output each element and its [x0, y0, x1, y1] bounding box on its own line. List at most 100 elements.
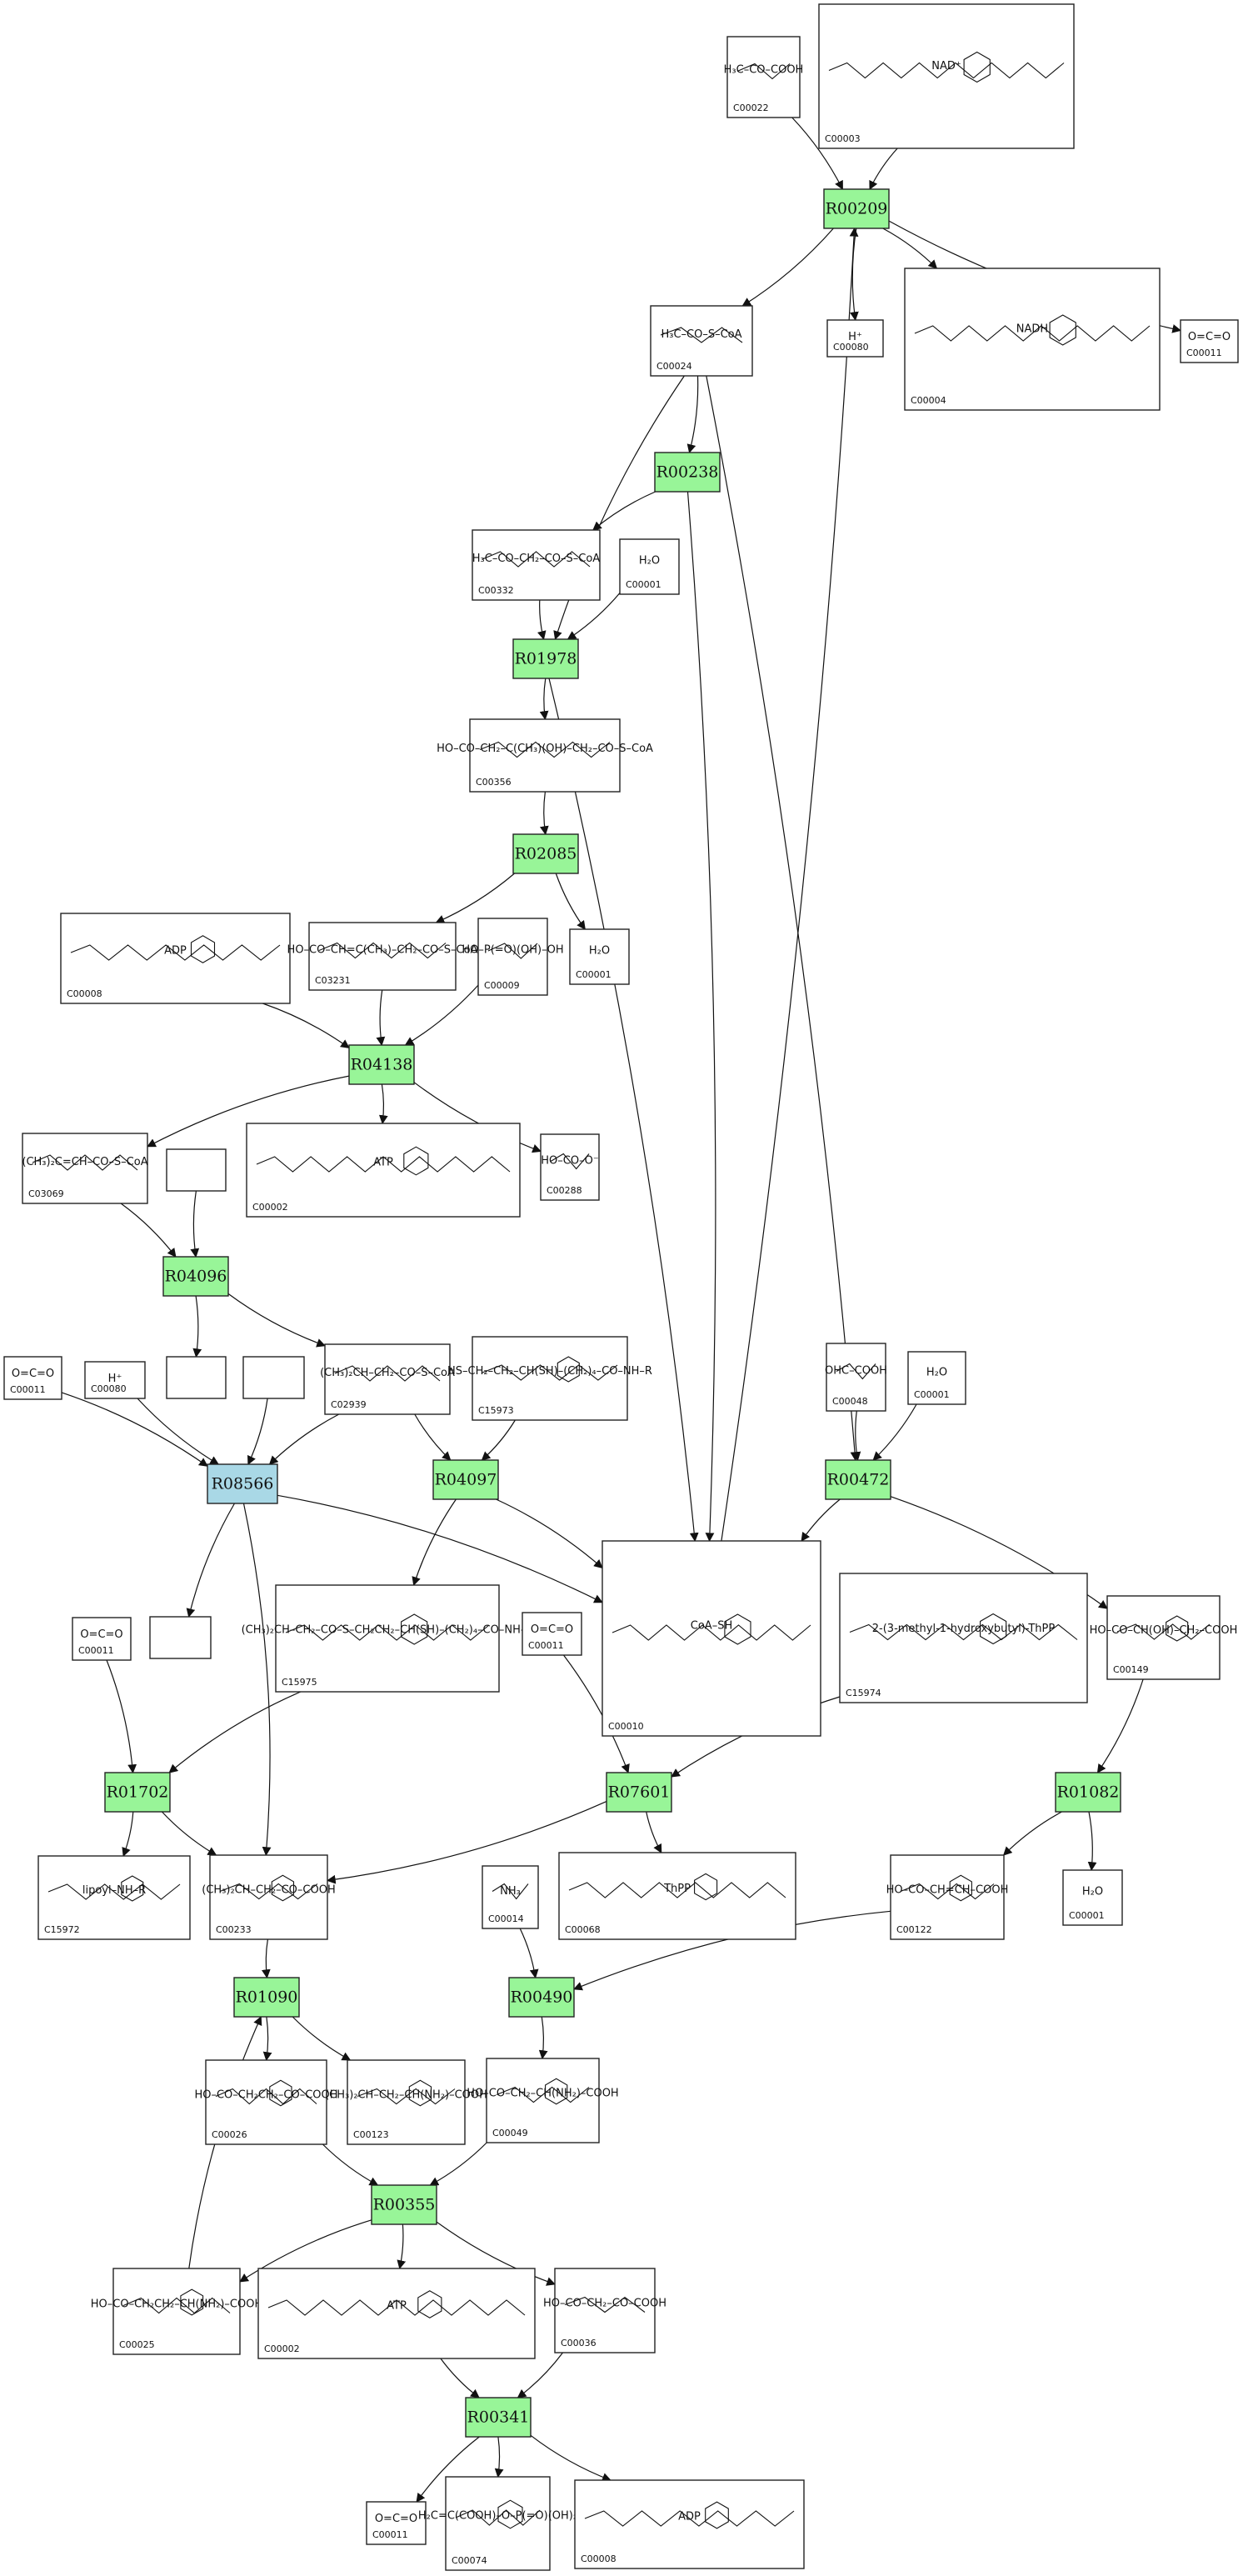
ring — [190, 935, 216, 963]
empty-compound-box[interactable] — [166, 1356, 227, 1399]
ring — [403, 1146, 429, 1176]
reaction-r08566[interactable]: R08566 — [207, 1463, 278, 1504]
structure-formula: CoA–SH — [691, 1619, 732, 1632]
compound-c00080[interactable]: H⁺C00080 — [826, 319, 884, 358]
compound-box — [60, 913, 291, 1004]
edge-R00355-to-c00002_b — [397, 2223, 407, 2270]
reaction-r02085[interactable]: R02085 — [512, 833, 579, 874]
edge-R00209-to-c00080_top — [850, 228, 859, 322]
bond-chain — [285, 1624, 490, 1641]
reaction-r00238[interactable]: R00238 — [654, 452, 721, 493]
structure-formula: H₂C=C(COOH)–O–P(=O)(OH)₂ — [418, 2509, 577, 2522]
empty-compound-box[interactable] — [149, 1616, 212, 1659]
reaction-box — [104, 1772, 171, 1813]
structure-sketch — [47, 1875, 181, 1902]
compound-box — [347, 2059, 466, 2145]
edge-c00024-to-R01978 — [553, 375, 685, 641]
reaction-r01978[interactable]: R01978 — [512, 638, 579, 679]
reaction-box — [207, 1463, 278, 1504]
compound-c00080[interactable]: H⁺C00080 — [84, 1361, 146, 1399]
structure-sketch — [660, 327, 743, 343]
bond-chain — [256, 1156, 511, 1173]
structure-formula: ThPP — [663, 1883, 691, 1895]
compound-c00288[interactable]: HO–CO–O⁻C00288 — [540, 1133, 600, 1201]
reaction-r07601[interactable]: R07601 — [606, 1772, 672, 1813]
reaction-r00341[interactable]: R00341 — [465, 2397, 532, 2438]
structure-sketch — [564, 2296, 646, 2313]
reaction-r01090[interactable]: R01090 — [233, 1977, 300, 2018]
edge-c00233-to-R01090 — [261, 1938, 271, 1979]
edge-R01090-to-c00123 — [292, 2016, 352, 2061]
edge-R01978-to-c00010 — [548, 678, 699, 1543]
ring — [269, 2079, 292, 2107]
reaction-r01702[interactable]: R01702 — [104, 1772, 171, 1813]
empty-compound-box[interactable] — [166, 1148, 227, 1192]
edge-R04096-to-c02939 — [227, 1293, 327, 1348]
reaction-r04097[interactable]: R04097 — [432, 1459, 499, 1500]
compound-id: C00288 — [547, 1185, 582, 1196]
reaction-r04138[interactable]: R04138 — [348, 1044, 415, 1085]
empty-compound-box[interactable] — [242, 1356, 305, 1399]
reaction-label: R07601 — [608, 1783, 671, 1802]
reaction-r00209[interactable]: R00209 — [823, 188, 890, 229]
compound-id: C00048 — [832, 1396, 868, 1407]
reaction-r00472[interactable]: R00472 — [825, 1459, 891, 1500]
structure-formula: H⁺ — [848, 331, 862, 343]
ring — [724, 1613, 751, 1645]
edge-R07601-to-c00068 — [646, 1811, 662, 1853]
ring — [401, 1613, 428, 1645]
compound-id: C00024 — [656, 361, 692, 372]
structure-formula: lipoyl–NH–R — [82, 1884, 146, 1897]
compound-c15975[interactable]: (CH₃)₂CH–CH₂–CO–S–CH₂CH₂–CH(SH)–(CH₂)₄–C… — [242, 1584, 534, 1693]
reaction-label: R00490 — [511, 1988, 573, 2007]
reaction-r00355[interactable]: R00355 — [371, 2184, 437, 2225]
structure-sketch — [836, 1363, 876, 1380]
compound-id: C00008 — [581, 2553, 617, 2564]
edge-c00001_c-to-R00472 — [872, 1403, 917, 1461]
reaction-r01082[interactable]: R01082 — [1055, 1772, 1121, 1813]
compound-c00003[interactable]: NAD⁺C00003 — [818, 3, 1075, 149]
bond-chain — [1116, 1623, 1211, 1640]
reaction-r00490[interactable]: R00490 — [508, 1977, 575, 2018]
bond-chain — [267, 2299, 526, 2316]
reaction-r04096[interactable]: R04096 — [162, 1256, 229, 1297]
